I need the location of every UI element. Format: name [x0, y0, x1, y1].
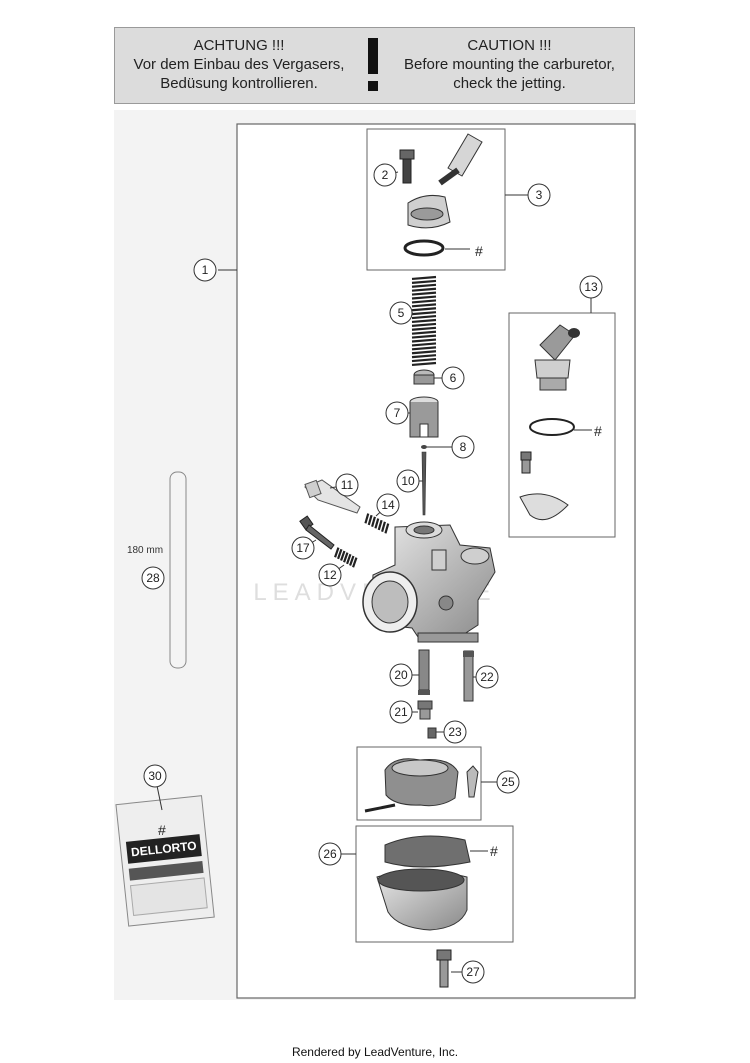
- callout-11: 11: [329, 473, 359, 497]
- warning-german-line-1: ACHTUNG !!!: [193, 37, 285, 54]
- part-2-screw: [399, 149, 415, 184]
- choke-clip: [519, 493, 569, 521]
- callout-number: 23: [448, 725, 462, 739]
- callout-number: 17: [296, 541, 310, 555]
- callout-17: 17: [291, 536, 317, 560]
- hash-mark-choke: #: [594, 423, 602, 439]
- caution-banner: ACHTUNG !!! Vor dem Einbau des Vergasers…: [114, 27, 635, 104]
- callout-number: 10: [401, 474, 415, 488]
- callout-14: 14: [375, 493, 400, 517]
- callout-number: 2: [382, 168, 389, 182]
- callout-23: 23: [436, 720, 467, 744]
- warning-german: ACHTUNG !!! Vor dem Einbau des Vergasers…: [119, 36, 359, 93]
- callout-number: 27: [466, 965, 480, 979]
- callout-number: 6: [450, 371, 457, 385]
- callout-8: 8: [427, 435, 475, 459]
- callout-1: 1: [193, 258, 217, 282]
- callout-number: 11: [341, 478, 354, 492]
- warning-english: CAUTION !!! Before mounting the carburet…: [387, 36, 632, 93]
- part-6-retainer: [413, 369, 435, 385]
- callout-21: 21: [389, 700, 418, 724]
- warning-english-line-2: Before mounting the carburetor,: [404, 56, 615, 73]
- callout-number: 25: [501, 775, 515, 789]
- callout-7: 7: [385, 401, 410, 425]
- footer-credit: Rendered by LeadVenture, Inc.: [291, 1045, 459, 1059]
- callout-3: 3: [505, 183, 551, 207]
- carburetor-body: [362, 521, 496, 643]
- hose-length-label: 180 mm: [127, 545, 163, 556]
- callout-number: 1: [202, 263, 209, 277]
- callout-12: 12: [318, 563, 345, 587]
- part-22-jet: [463, 650, 474, 702]
- part-21-main-jet: [417, 700, 433, 720]
- part-3-carb-top: [407, 133, 483, 229]
- part-17-mixture-screw: [299, 515, 335, 550]
- o-ring-top: [403, 239, 445, 257]
- callout-25: 25: [481, 770, 520, 794]
- callout-number: 26: [323, 847, 337, 861]
- callout-number: 20: [394, 668, 408, 682]
- callout-10: 10: [396, 469, 423, 493]
- callout-30: 30: [143, 764, 167, 811]
- callout-22: 22: [473, 665, 499, 689]
- part-30-jet-kit-bag: DELLORTO: [115, 795, 215, 927]
- part-12-spring: [334, 547, 358, 568]
- part-7-throttle-slide: [409, 396, 439, 438]
- exclamation-icon: [368, 38, 378, 91]
- part-25-float: [364, 758, 479, 813]
- callout-26: 26: [318, 842, 356, 866]
- part-5-spring: [411, 275, 437, 367]
- callout-number: 12: [323, 568, 337, 582]
- callout-number: 14: [381, 498, 395, 512]
- part-20-jet: [418, 649, 430, 695]
- part-10-needle: [421, 451, 427, 516]
- callout-number: 22: [480, 670, 494, 684]
- warning-english-line-3: check the jetting.: [453, 75, 566, 92]
- callout-number: 5: [398, 306, 405, 320]
- bag-brand-label: DELLORTO: [130, 839, 197, 860]
- part-23-needle-valve: [427, 727, 437, 739]
- callout-number: 28: [146, 571, 160, 585]
- hash-mark-bag: #: [158, 822, 166, 838]
- callout-20: 20: [389, 663, 419, 687]
- part-11-idle-screw: [304, 479, 361, 514]
- hash-mark-bowl: #: [490, 843, 498, 859]
- part-13-choke: [534, 324, 580, 391]
- callout-27: 27: [451, 960, 485, 984]
- callout-number: 7: [394, 406, 401, 420]
- warning-german-line-3: Bedüsung kontrollieren.: [160, 75, 318, 92]
- part-28-hose: [169, 471, 187, 669]
- part-26-float-bowl: [376, 835, 471, 931]
- hash-mark-top: #: [475, 243, 483, 259]
- warning-german-line-2: Vor dem Einbau des Vergasers,: [133, 56, 345, 73]
- choke-gasket: [529, 418, 575, 436]
- callout-number: 13: [584, 280, 598, 294]
- callout-6: 6: [434, 366, 465, 390]
- callout-number: 8: [460, 440, 467, 454]
- exploded-parts-diagram: LEADVENTURE: [114, 110, 636, 1000]
- callout-13: 13: [579, 275, 603, 313]
- callout-5: 5: [389, 301, 413, 325]
- callout-2: 2: [373, 163, 399, 187]
- part-27-bolt: [436, 949, 452, 988]
- part-8-clip: [421, 445, 427, 449]
- callout-number: 3: [536, 188, 543, 202]
- choke-bolt: [520, 451, 532, 474]
- part-14-spring: [364, 513, 390, 534]
- callout-number: 21: [394, 705, 408, 719]
- warning-english-line-1: CAUTION !!!: [467, 37, 552, 54]
- callout-number: 30: [148, 769, 162, 783]
- callout-28: 28: [141, 566, 165, 590]
